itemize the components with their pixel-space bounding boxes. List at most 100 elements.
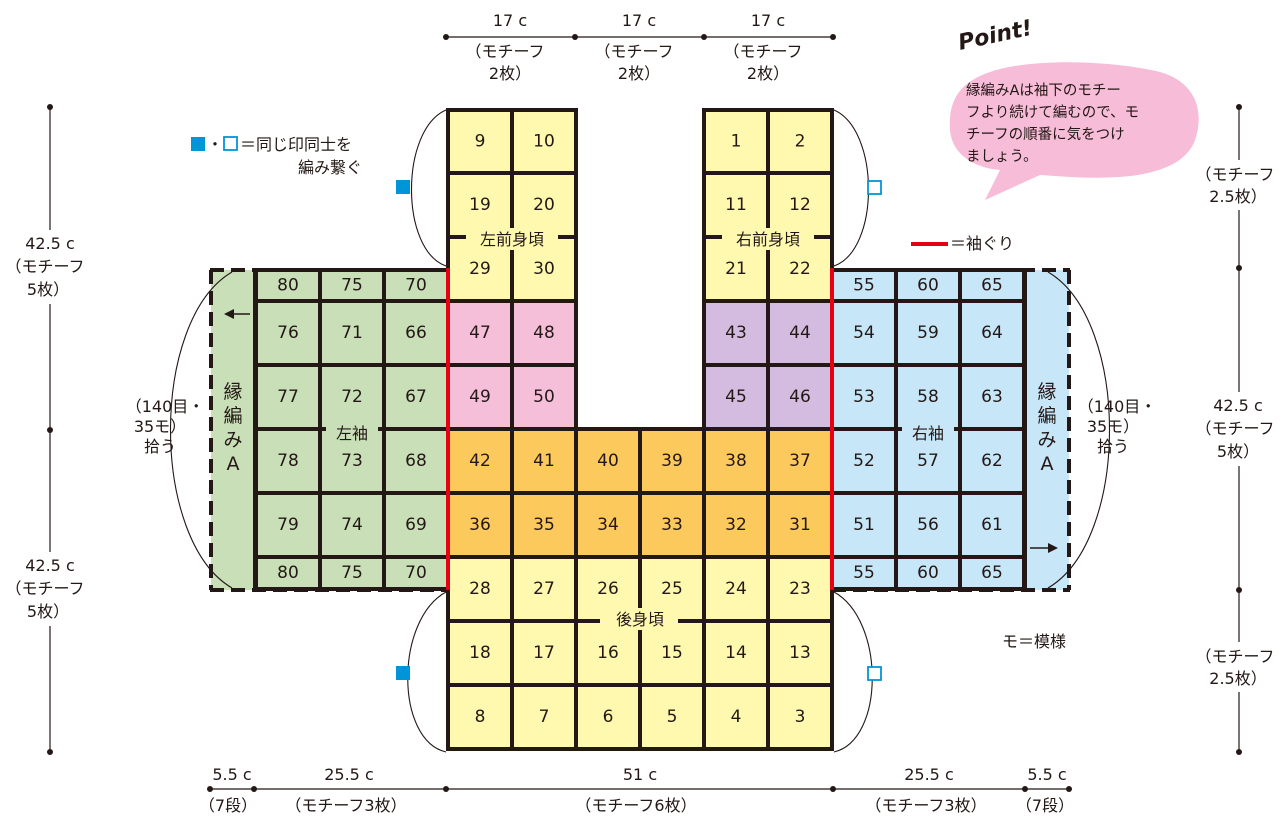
left-sleeve-label: 左袖 [336,424,368,443]
motif-cell [958,555,1026,591]
motif-cell [830,555,898,591]
legend-armhole-label: ＝袖ぐり [950,234,1014,253]
motif-number: 77 [277,387,299,407]
motif-cell [830,427,898,495]
motif-cell [894,491,962,559]
edging-right-char-2: 編 [1037,405,1056,427]
motif-number: 22 [789,259,811,279]
motif-number: 65 [981,276,1003,296]
motif-number: 5 [667,707,678,727]
motif-number: 42 [469,451,491,471]
motif-number: 48 [533,323,555,343]
motif-number: 8 [475,707,486,727]
dim-dot [1236,587,1242,593]
top-dim-value: 17 c [493,11,527,30]
motif-number: 73 [341,451,363,471]
top-dim-sub1: （モチーフ [465,42,544,61]
dim-dot [47,104,53,110]
pickup-right-line3: 拾う [1097,437,1129,456]
motif-number: 50 [533,387,555,407]
motif-cell [958,427,1026,495]
motif-number: 32 [725,515,747,535]
arc-right-front [833,109,869,267]
label-bg-right-sleeve [902,422,954,444]
motif-cell [638,683,706,751]
motif-cell [702,108,770,175]
pickup-left-line1: （140目・ [126,397,205,416]
legend-filled-square-icon [191,137,205,151]
motif-number: 53 [853,387,875,407]
motif-number: 7 [539,707,550,727]
arc-right-back [833,591,873,753]
edging-right-char-4: A [1041,453,1054,475]
edging-a-right [1025,270,1069,590]
motif-number: 61 [981,515,1003,535]
bottom-dim-value: 5.5 c [212,765,251,784]
edging-left-char-2: 編 [223,405,242,427]
motif-number: 65 [981,563,1003,583]
bottom-dim-sub: （7段） [1016,796,1074,815]
arrow-right-icon [1030,543,1058,553]
motif-number: 30 [533,259,555,279]
motif-number: 6 [603,707,614,727]
left-dim-lower-sub1: （モチーフ [5,579,84,598]
motif-number: 47 [469,323,491,343]
motif-cell [510,171,578,239]
motif-number: 70 [405,563,427,583]
pickup-left-line3: 拾う [144,437,176,456]
pickup-right-line2: 35モ） [1087,417,1139,436]
left-dim-upper-sub1: （モチーフ [5,257,84,276]
motif-cell [766,363,834,431]
left-dim-upper-value: 42.5 c [25,234,75,253]
top-dim-sub2: 2枚） [618,64,660,83]
motif-number: 68 [405,451,427,471]
motif-number: 38 [725,451,747,471]
motif-number: 63 [981,387,1003,407]
dim-dot [830,34,836,40]
motif-number: 26 [597,579,619,599]
motif-number: 80 [277,276,299,296]
motif-number: 25 [661,579,683,599]
top-dim-3: 17 c （モチーフ 2枚） [723,10,803,83]
motif-cell [766,108,834,175]
dim-dot [251,786,257,792]
motif-cell [958,268,1026,303]
edging-right-char-3: み [1037,429,1056,451]
bottom-dim-value: 5.5 c [1027,765,1066,784]
motif-number: 2 [795,132,806,152]
dim-dot [47,749,53,755]
edging-left-char-3: み [223,429,242,451]
motif-number: 11 [725,195,747,215]
top-dim-value: 17 c [751,11,785,30]
bottom-dim-2: 25.5 c （モチーフ3枚） [285,763,407,815]
arc-left-front [411,109,447,267]
bottom-dim-sub: （モチーフ3枚） [285,796,406,815]
edging-right-char-1: 縁 [1037,381,1056,403]
motif-number: 9 [475,132,486,152]
point-bubble-shape [949,62,1199,200]
motif-number: 21 [725,259,747,279]
edging-a-left [211,270,255,590]
motif-number: 23 [789,579,811,599]
blue-filled-square-icon [396,666,410,680]
motif-number: 15 [661,643,683,663]
motif-number: 76 [277,323,299,343]
right-front-label: 右前身頃 [736,230,800,249]
motif-cell [446,299,514,367]
left-dim-lower-sub2: 5枚） [27,602,69,621]
point-line-4: ましょう。 [966,149,1038,165]
motif-cell [382,555,450,591]
right-dim-bg-middle [1190,392,1285,466]
motif-cell [446,619,514,687]
motif-number: 37 [789,451,811,471]
top-dim-sub2: 2枚） [747,64,789,83]
blue-outline-square-icon [867,666,882,681]
motif-number: 74 [341,515,363,535]
motif-number: 64 [981,323,1003,343]
motif-number: 14 [725,643,747,663]
dim-dot [1236,749,1242,755]
dim-dot [443,34,449,40]
motif-number: 71 [341,323,363,343]
